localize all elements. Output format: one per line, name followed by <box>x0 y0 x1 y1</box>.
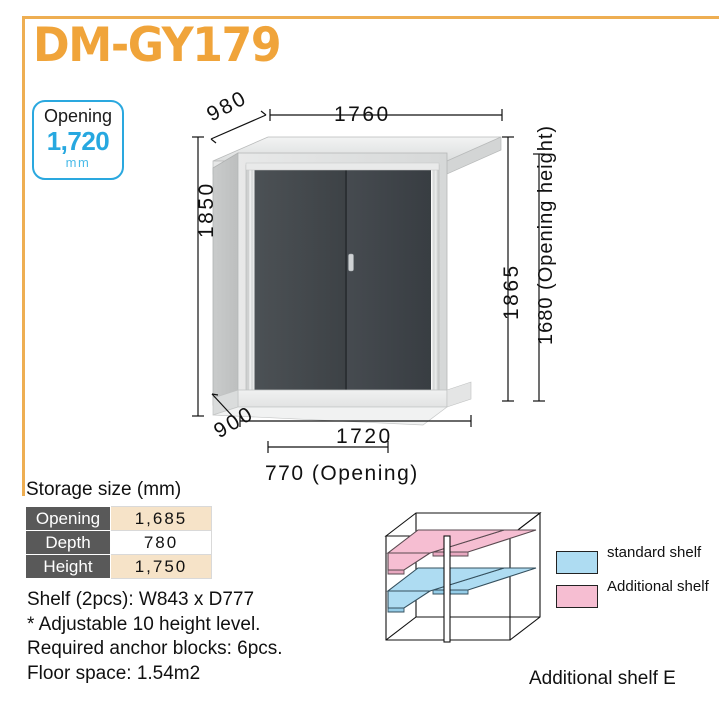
dimension-height-left: 1850 <box>195 181 218 238</box>
opening-badge: Opening 1,720 mm <box>32 100 124 180</box>
dimension-width-bottom: 1720 <box>336 425 393 448</box>
product-technical-drawing <box>180 95 580 495</box>
shelf-illustration <box>384 511 542 643</box>
page-title: DM-GY179 <box>33 18 282 73</box>
frame-left-rule <box>22 16 25 496</box>
storage-size-table: Opening 1,685 Depth 780 Height 1,750 <box>25 506 212 579</box>
legend-item-additional: Additional shelf <box>556 577 709 608</box>
dimension-height-right: 1865 <box>500 263 523 320</box>
storage-row-value: 1,750 <box>110 554 212 579</box>
legend-label: Additional shelf <box>607 578 709 595</box>
storage-row-label: Height <box>25 554 111 579</box>
opening-badge-unit: mm <box>65 155 91 170</box>
shelf-figure-caption: Additional shelf E <box>529 668 676 689</box>
opening-badge-value: 1,720 <box>46 126 110 156</box>
specification-notes: Shelf (2pcs): W843 x D777 * Adjustable 1… <box>27 588 283 686</box>
shelf-legend: standard shelf Additional shelf <box>556 543 709 611</box>
opening-badge-label: Opening <box>43 106 113 126</box>
storage-size-heading: Storage size (mm) <box>26 479 182 500</box>
dimension-width-top: 1760 <box>334 103 391 126</box>
storage-row-label: Depth <box>25 530 111 555</box>
shelf-layout-diagram <box>378 508 548 673</box>
legend-item-standard: standard shelf <box>556 543 709 574</box>
dimension-opening-height: 1680 (Opening height) <box>535 124 557 345</box>
storage-row-value: 780 <box>110 530 212 555</box>
note-adjustable: * Adjustable 10 height level. <box>27 613 261 635</box>
table-row: Depth 780 <box>25 530 212 555</box>
storage-row-value: 1,685 <box>110 506 212 531</box>
standard-shelf-swatch <box>556 551 598 574</box>
note-shelf-size: Shelf (2pcs): W843 x D777 <box>27 589 255 610</box>
legend-label: standard shelf <box>607 544 702 561</box>
table-row: Height 1,750 <box>25 554 212 579</box>
additional-shelf-swatch <box>556 585 598 608</box>
frame-top-rule <box>22 16 719 19</box>
note-anchor-blocks: Required anchor blocks: 6pcs. <box>27 638 283 659</box>
storage-row-label: Opening <box>25 506 111 531</box>
note-floor-space: Floor space: 1.54m2 <box>27 662 201 684</box>
dimension-opening-width: 770 (Opening) <box>265 462 419 485</box>
cabinet-illustration <box>192 109 545 453</box>
table-row: Opening 1,685 <box>25 506 212 531</box>
